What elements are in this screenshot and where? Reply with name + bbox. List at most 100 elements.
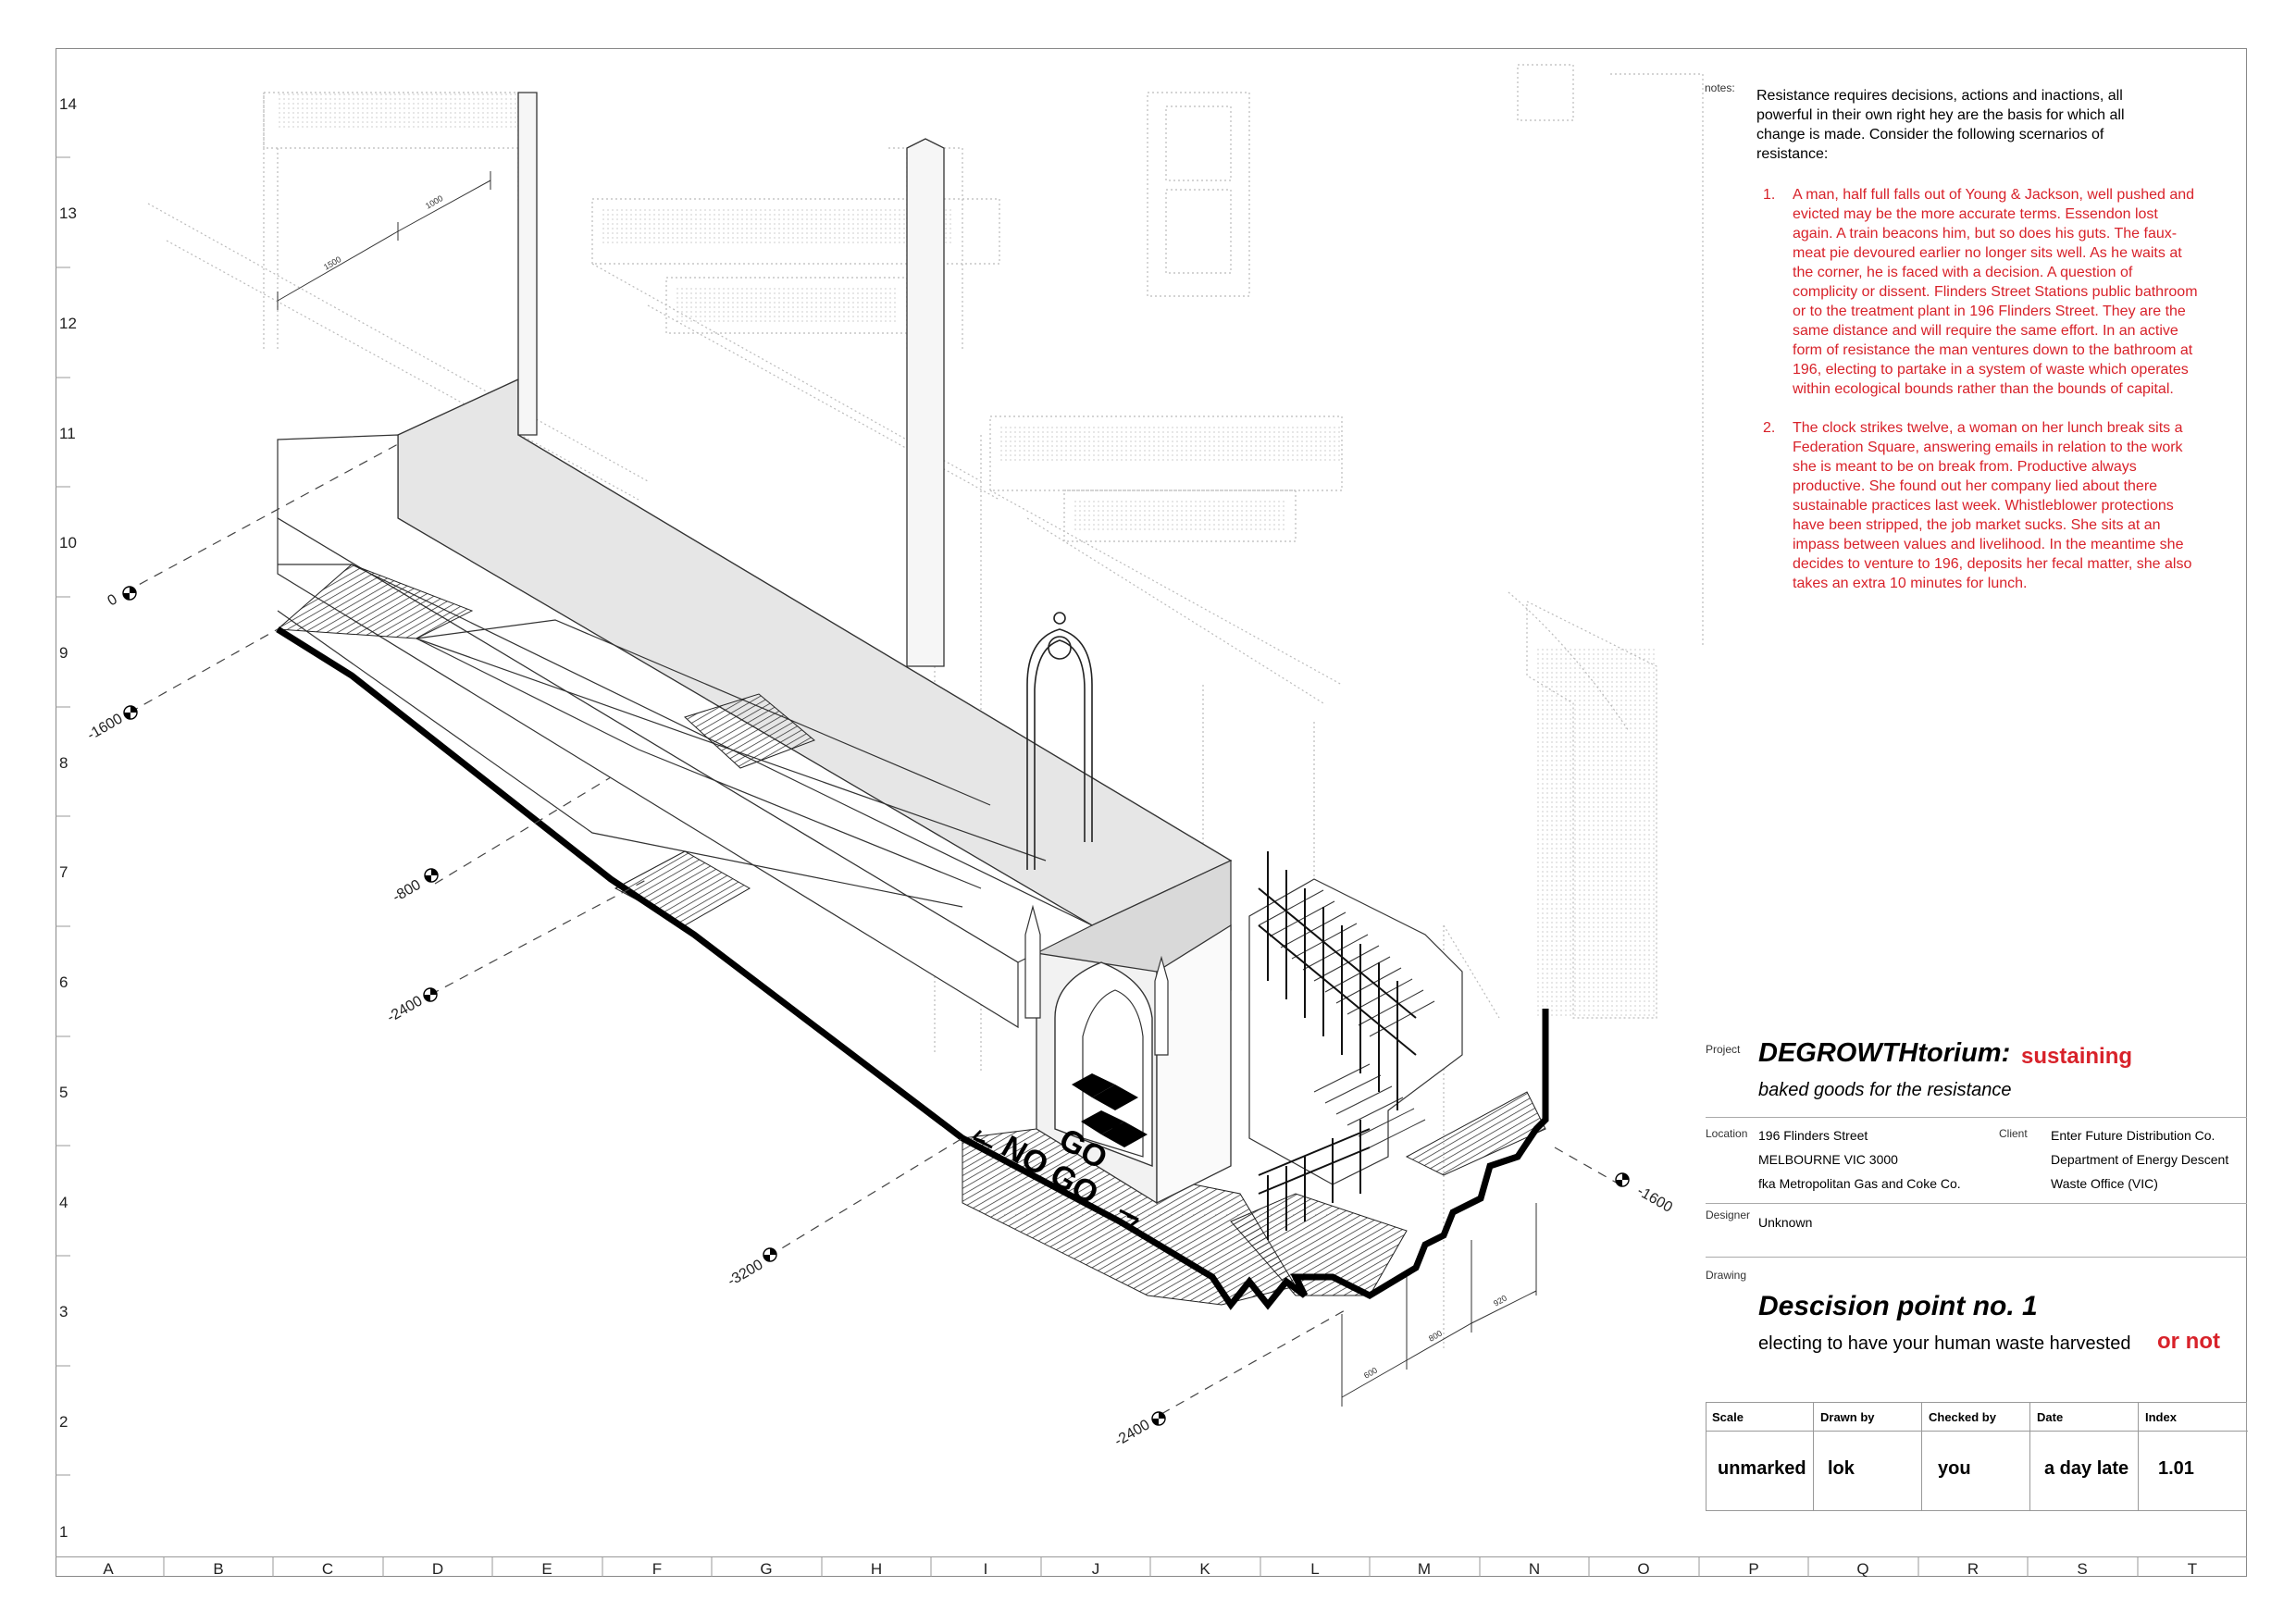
row-label: 6 [59, 973, 68, 991]
level-label: -1600 [1634, 1184, 1675, 1216]
column-label: T [2187, 1560, 2198, 1578]
client-line: Enter Future Distribution Co. [2051, 1128, 2215, 1143]
table-header: Date [2037, 1410, 2064, 1424]
arrow-up-icon [1109, 1122, 1127, 1142]
stair [1248, 851, 1463, 1240]
row-label: 2 [59, 1413, 68, 1431]
column-label: L [1310, 1560, 1320, 1578]
row-label: 13 [59, 205, 77, 222]
column-label: S [2077, 1560, 2088, 1578]
designer-value: Unknown [1758, 1215, 1813, 1230]
project-label: Project [1706, 1043, 1741, 1056]
table-divider [1921, 1403, 1922, 1511]
column-label: M [1417, 1560, 1432, 1578]
table-divider [2029, 1403, 2030, 1511]
list-item: 1. A man, half full falls out of Young & … [1763, 185, 2198, 399]
level-lines [124, 443, 1620, 1415]
project-title: DEGROWTHtorium: [1758, 1038, 2011, 1068]
column-label: I [983, 1560, 988, 1578]
column-label: N [1528, 1560, 1541, 1578]
column-label: J [1091, 1560, 1100, 1578]
table-header: Checked by [1929, 1410, 1996, 1424]
notes-list: 1. A man, half full falls out of Young & … [1763, 185, 2198, 613]
column-label: K [1199, 1560, 1210, 1578]
grid-ticks [56, 156, 2139, 1577]
level-marker-icon [1615, 1172, 1630, 1187]
row-label: 9 [59, 644, 68, 662]
row-label: 8 [59, 754, 68, 772]
drawing-title: Descision point no. 1 [1758, 1291, 2038, 1321]
notes-label: notes: [1705, 81, 1735, 94]
row-label: 4 [59, 1194, 68, 1211]
level-label: -3200 [726, 1257, 766, 1289]
level-label: 0 [105, 591, 120, 609]
row-label: 14 [59, 95, 77, 113]
list-item: 2. The clock strikes twelve, a woman on h… [1763, 418, 2198, 593]
row-label: 5 [59, 1084, 68, 1101]
level-label: -1600 [85, 711, 126, 743]
divider [1706, 1117, 2247, 1118]
table-cell: lok [1828, 1458, 1855, 1479]
cornice-details [278, 93, 1657, 1018]
client-line: Waste Office (VIC) [2051, 1176, 2158, 1191]
column-label: A [103, 1560, 114, 1578]
column-band [56, 1556, 2247, 1578]
level-label: -2400 [1112, 1417, 1153, 1449]
dimension-label: 600 [1362, 1366, 1379, 1381]
column-label: G [760, 1560, 773, 1578]
level-marker-icon [123, 705, 138, 720]
row-label: 7 [59, 863, 68, 881]
drawing-label: Drawing [1706, 1269, 1747, 1282]
table-divider [2138, 1403, 2139, 1511]
plinth-hatch [276, 564, 1546, 1306]
column-label: R [1967, 1560, 1980, 1578]
level-markers [122, 586, 1630, 1426]
list-item-text: A man, half full falls out of Young & Ja… [1793, 187, 2198, 397]
column-label: Q [1856, 1560, 1869, 1578]
row-label: 1 [59, 1523, 68, 1541]
table-cell: a day late [2044, 1458, 2129, 1479]
table-header: Scale [1712, 1410, 1744, 1424]
dimension-label: 1000 [424, 193, 444, 211]
column-label: F [652, 1560, 663, 1578]
row-label: 11 [59, 425, 76, 442]
arrow-right-icon [1119, 1209, 1139, 1229]
column-label: D [431, 1560, 444, 1578]
column-label: C [321, 1560, 334, 1578]
divider [1706, 1257, 2247, 1258]
divider [1706, 1203, 2247, 1204]
level-marker-icon [423, 987, 438, 1002]
level-marker-icon [122, 586, 137, 601]
project-description: baked goods for the resistance [1758, 1080, 2012, 1100]
project-subtitle: sustaining [2021, 1044, 2133, 1069]
row-label: 3 [59, 1303, 68, 1320]
info-table: Scale Drawn by Checked by Date Index unm… [1706, 1402, 2248, 1511]
table-cell: you [1938, 1458, 1971, 1479]
row-label: 10 [59, 534, 77, 552]
level-label: -2400 [385, 993, 426, 1025]
list-item-text: The clock strikes twelve, a woman on her… [1793, 420, 2192, 591]
drawing-subtitle-red: or not [2157, 1329, 2220, 1354]
level-marker-icon [763, 1247, 777, 1262]
list-item-number: 1. [1763, 187, 1776, 203]
table-header: Index [2145, 1410, 2177, 1424]
column-label: P [1748, 1560, 1759, 1578]
dimension-lines [277, 171, 1537, 1407]
drawing-frame [56, 48, 2247, 1577]
notes-intro: Resistance requires decisions, actions a… [1756, 88, 2125, 162]
column-label: O [1637, 1560, 1650, 1578]
level-marker-icon [1151, 1411, 1166, 1426]
location-line: MELBOURNE VIC 3000 [1758, 1152, 1898, 1167]
column-label: E [541, 1560, 552, 1578]
level-marker-icon [424, 868, 439, 883]
location-line: 196 Flinders Street [1758, 1128, 1868, 1143]
designer-label: Designer [1706, 1209, 1751, 1221]
dimension-label: 800 [1427, 1329, 1444, 1344]
arch-doorway [1024, 904, 1232, 1205]
table-cell: 1.01 [2158, 1458, 2194, 1479]
pilasters [517, 92, 945, 667]
list-item-number: 2. [1763, 420, 1776, 436]
table-divider [1706, 1431, 2248, 1432]
section-cut-line [276, 626, 1549, 1310]
